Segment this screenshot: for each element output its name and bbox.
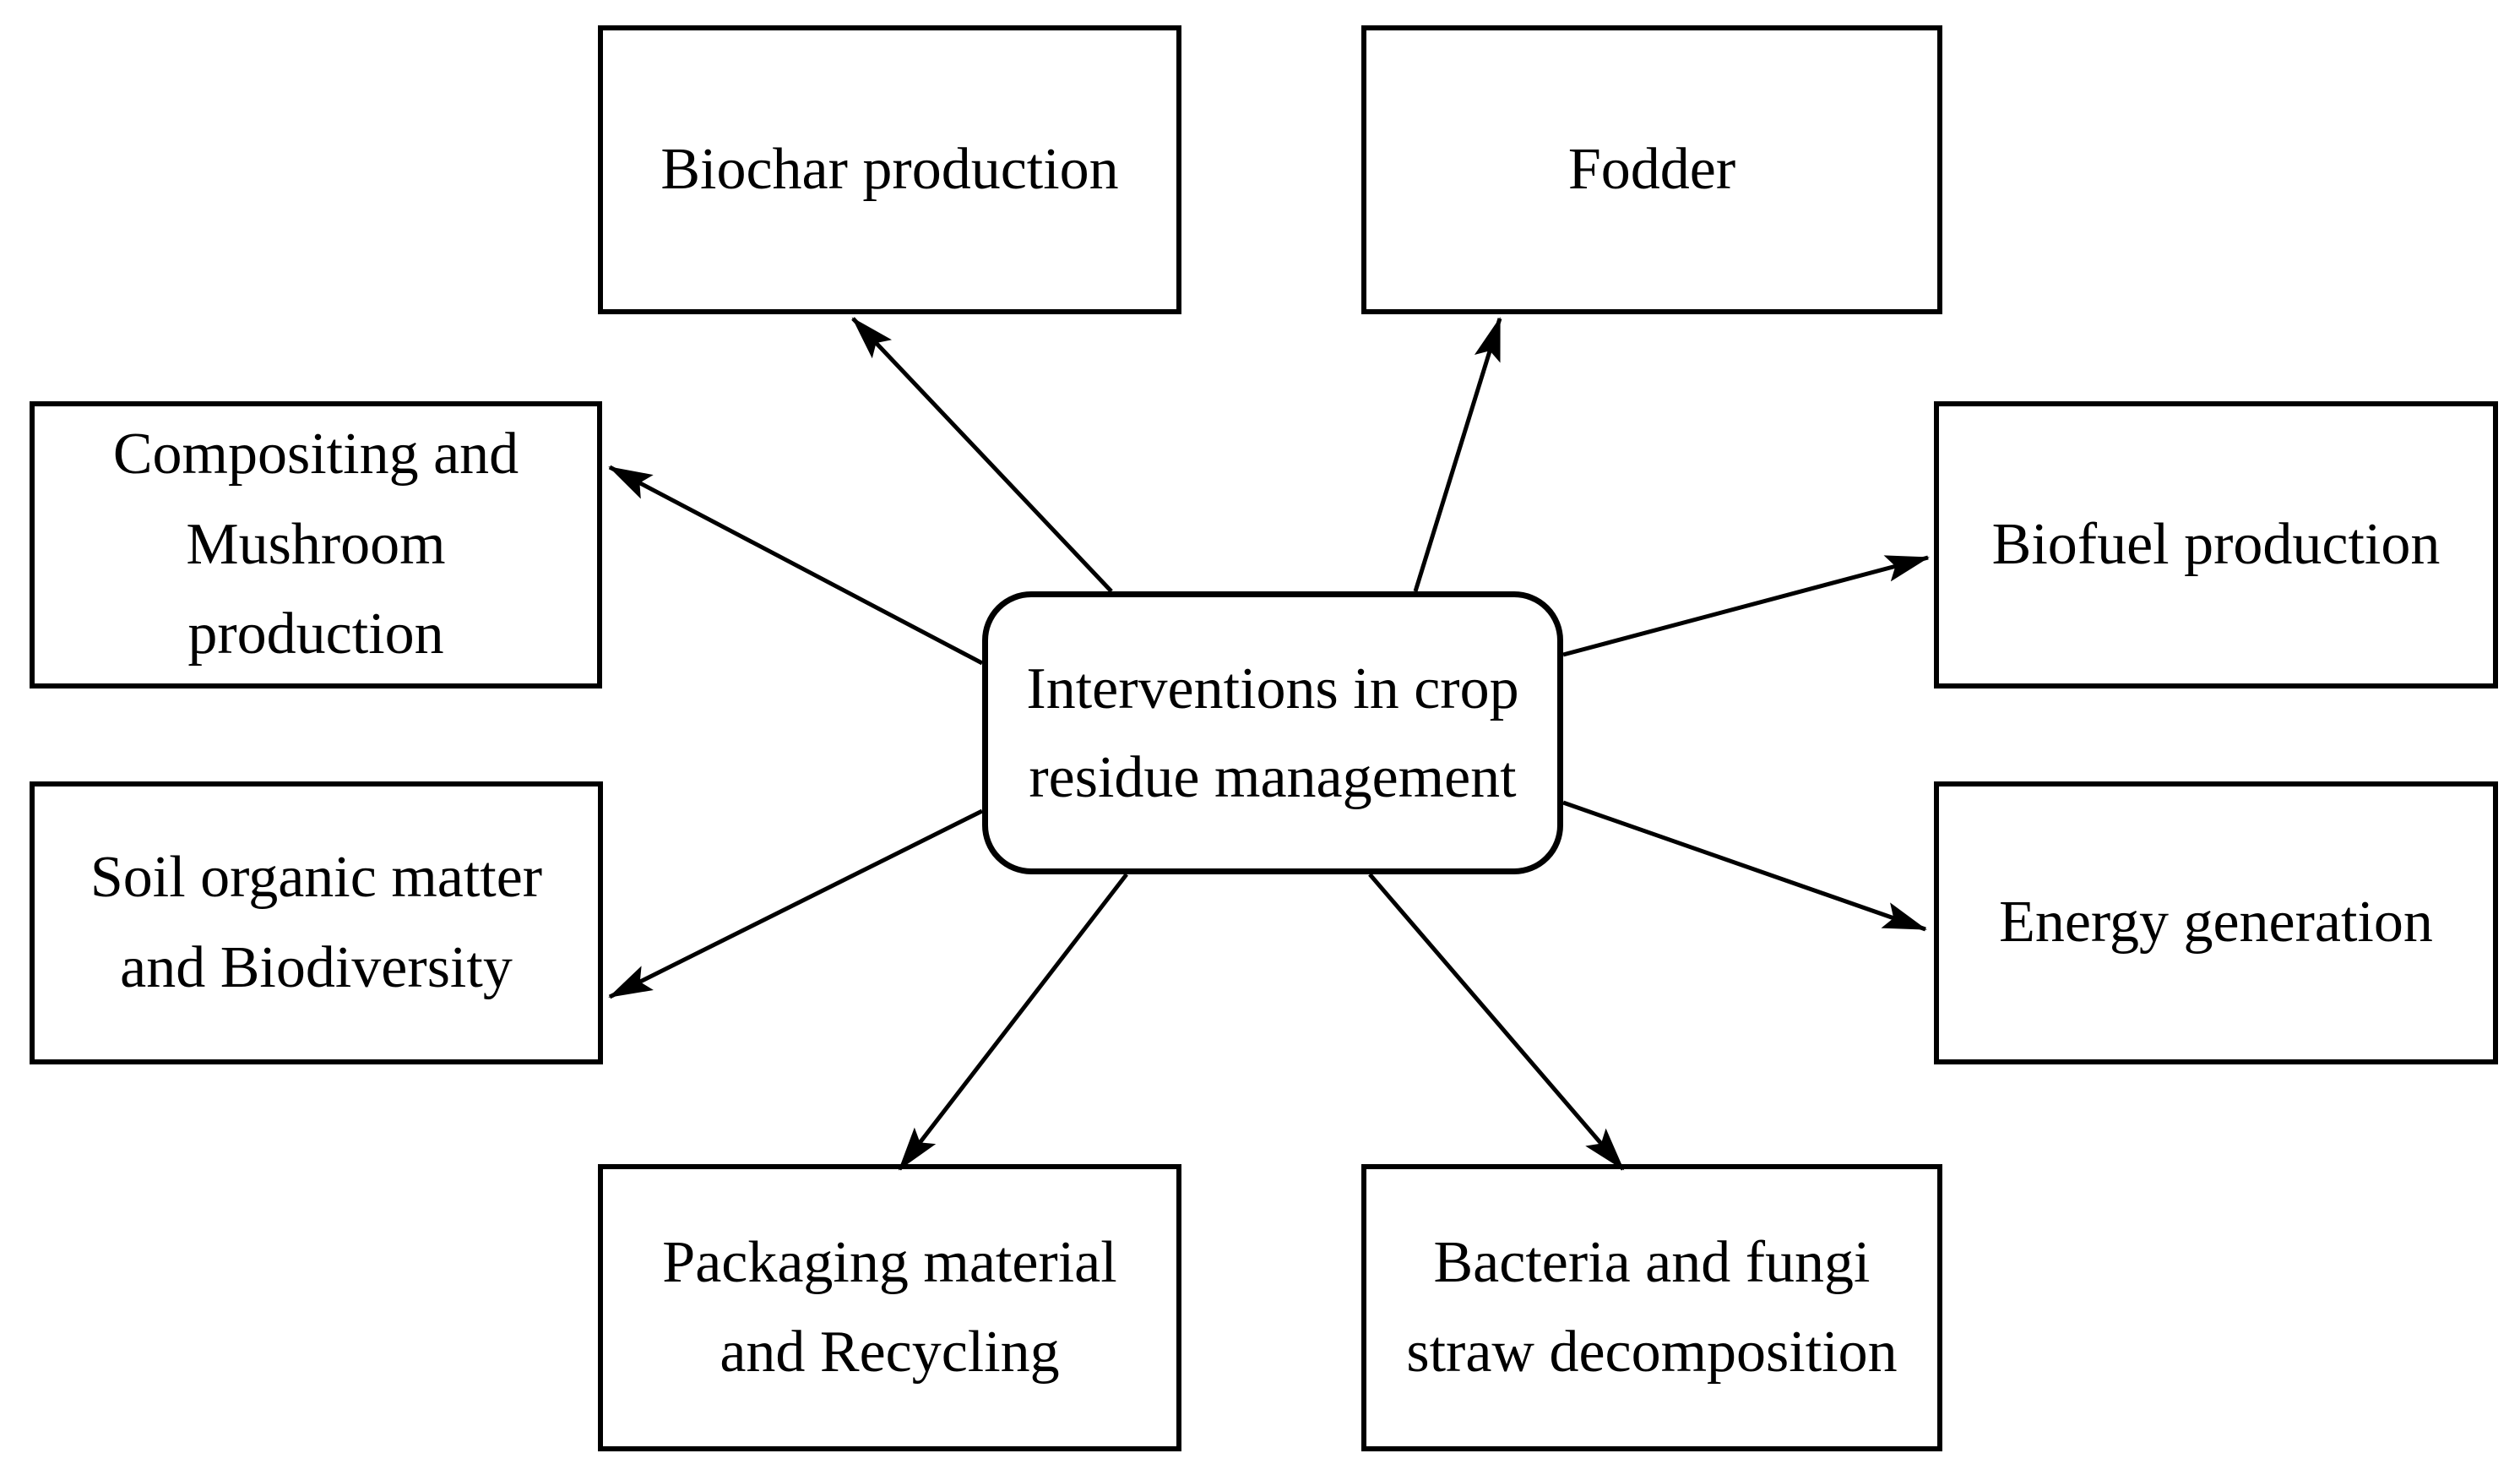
node-label-line: and Biodiversity (120, 934, 513, 1000)
arrow-center-to-fodder (1413, 317, 1502, 592)
arrow-center-to-biofuel (1562, 555, 1930, 657)
arrow-center-to-compositing (608, 465, 984, 666)
arrow-center-to-energy (1562, 800, 1927, 932)
node-label-line: Mushroom (186, 511, 446, 577)
node-soil-organic-matter-biodiversity: Soil organic matter and Biodiversity (30, 781, 603, 1064)
node-label-line: Biofuel production (1991, 511, 2441, 577)
node-label-line: Compositing and (112, 422, 519, 487)
node-label-line: Biochar production (660, 136, 1119, 202)
node-center-interventions: Interventions in crop residue management (982, 591, 1563, 874)
node-label-line: Energy generation (1999, 890, 2433, 955)
arrow-center-to-bacteria (1368, 873, 1625, 1171)
node-label-line: Fodder (1567, 136, 1736, 202)
node-label-line: and Recycling (720, 1320, 1060, 1385)
node-packaging-material-recycling: Packaging material and Recycling (598, 1164, 1181, 1451)
arrow-center-to-soil (608, 808, 984, 999)
node-label-line: straw decomposition (1406, 1320, 1898, 1385)
arrow-center-to-biochar (851, 317, 1113, 593)
node-label-line: production (187, 601, 444, 667)
node-fodder: Fodder (1361, 25, 1942, 314)
node-label-line: Interventions in crop (1026, 656, 1519, 721)
node-energy-generation: Energy generation (1934, 781, 2498, 1064)
node-compositing-mushroom-production: Compositing and Mushroom production (30, 401, 602, 689)
node-biochar-production: Biochar production (598, 25, 1181, 314)
node-biofuel-production: Biofuel production (1934, 401, 2498, 689)
node-label-line: Soil organic matter (90, 845, 543, 911)
arrow-center-to-packaging (898, 873, 1128, 1171)
node-label-line: Packaging material (662, 1229, 1117, 1295)
node-label-line: Bacteria and fungi (1433, 1229, 1871, 1295)
node-label-line: residue management (1029, 744, 1517, 810)
node-bacteria-fungi-straw-decomposition: Bacteria and fungi straw decomposition (1361, 1164, 1942, 1451)
